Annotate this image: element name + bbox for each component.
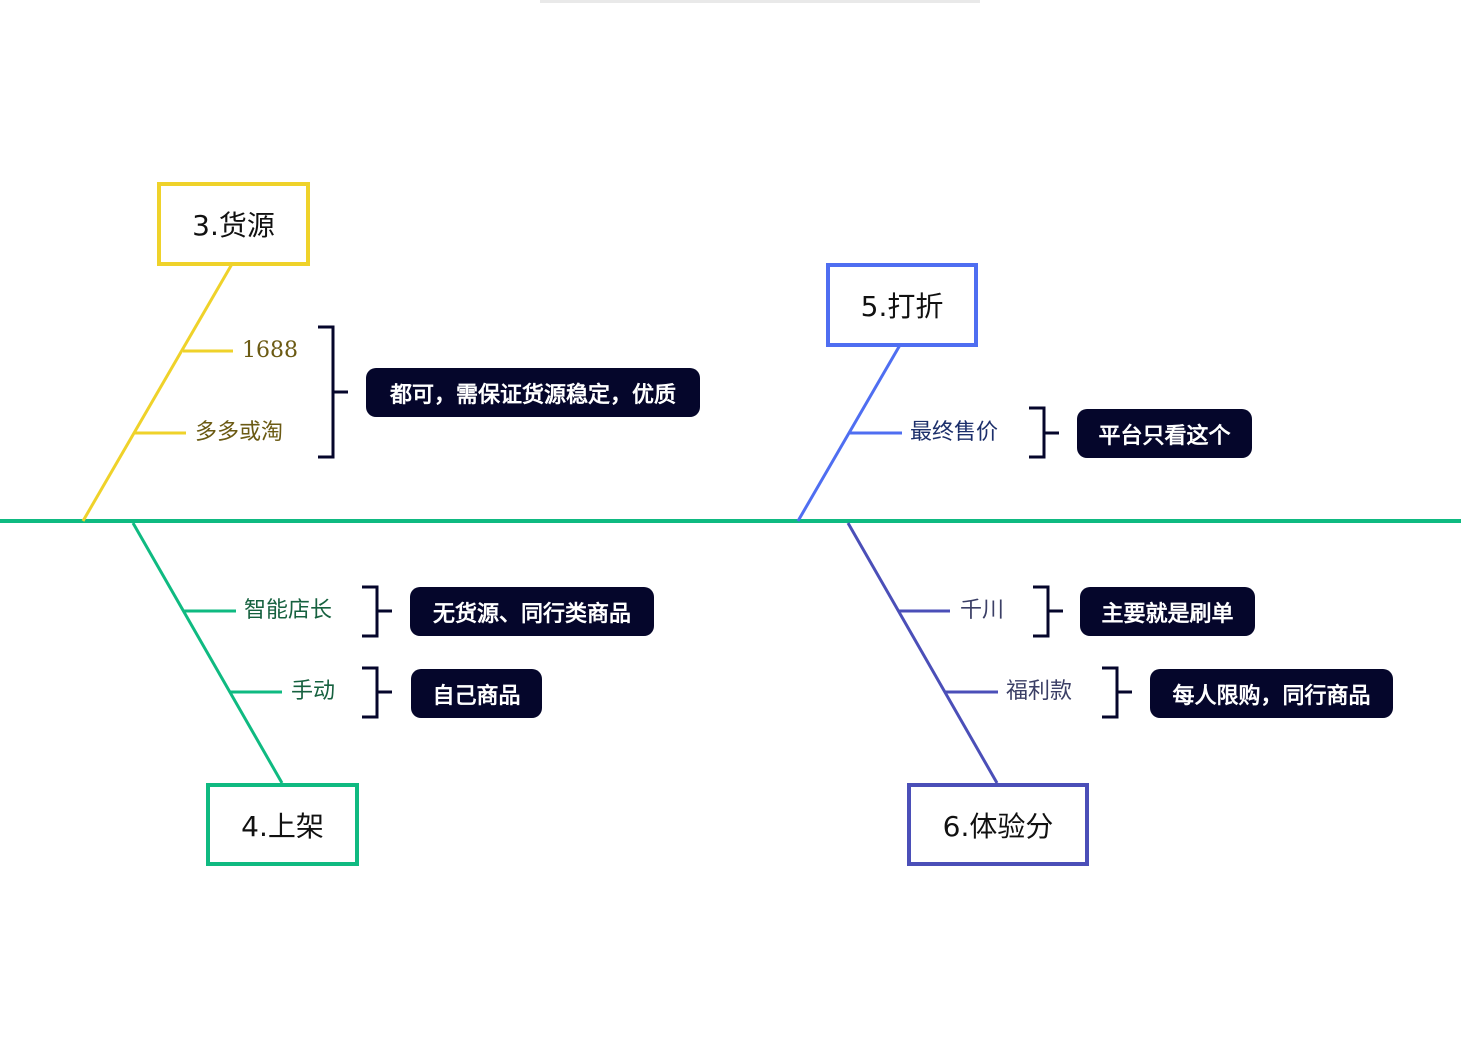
branch-6-bracket-1 [1033, 585, 1063, 638]
topic-3-item-1688[interactable]: 1688 [242, 338, 298, 363]
topic-4-summary-note-1[interactable]: 无货源、同行类商品 [410, 587, 654, 636]
topic-6-summary-note-2[interactable]: 每人限购，同行商品 [1150, 669, 1393, 718]
topic-5-summary-note[interactable]: 平台只看这个 [1077, 409, 1252, 458]
topic-4-summary-note-2[interactable]: 自己商品 [411, 669, 542, 718]
branch-6-bracket-2 [1102, 666, 1132, 719]
topic-6-item-qianchuan[interactable]: 千川 [960, 598, 1005, 623]
topic-4-item-smart-manager[interactable]: 智能店长 [244, 598, 333, 623]
topic-4-box[interactable]: 4.上架 [206, 783, 359, 866]
branch-4-bracket-1 [362, 585, 392, 638]
topic-5-item-final-price[interactable]: 最终售价 [910, 420, 999, 445]
branch-3-bracket [318, 325, 348, 459]
topic-3-item-duoduo[interactable]: 多多或淘 [195, 420, 284, 445]
topic-3-box[interactable]: 3.货源 [157, 182, 310, 266]
topic-6-box[interactable]: 6.体验分 [907, 783, 1089, 866]
topic-3-summary-note[interactable]: 都可，需保证货源稳定，优质 [366, 368, 700, 417]
branch-6-bone [846, 522, 999, 784]
topic-6-summary-note-1[interactable]: 主要就是刷单 [1080, 587, 1255, 636]
branch-5-bracket [1029, 406, 1059, 459]
topic-6-item-benefit[interactable]: 福利款 [1006, 679, 1073, 704]
branch-3-bone [81, 263, 234, 522]
top-scroll-indicator [540, 0, 980, 3]
topic-4-item-manual[interactable]: 手动 [291, 679, 336, 704]
branch-4-bone [131, 522, 284, 784]
branch-5-bone [796, 344, 902, 522]
branch-4-bracket-2 [362, 666, 392, 719]
topic-5-box[interactable]: 5.打折 [826, 263, 978, 347]
